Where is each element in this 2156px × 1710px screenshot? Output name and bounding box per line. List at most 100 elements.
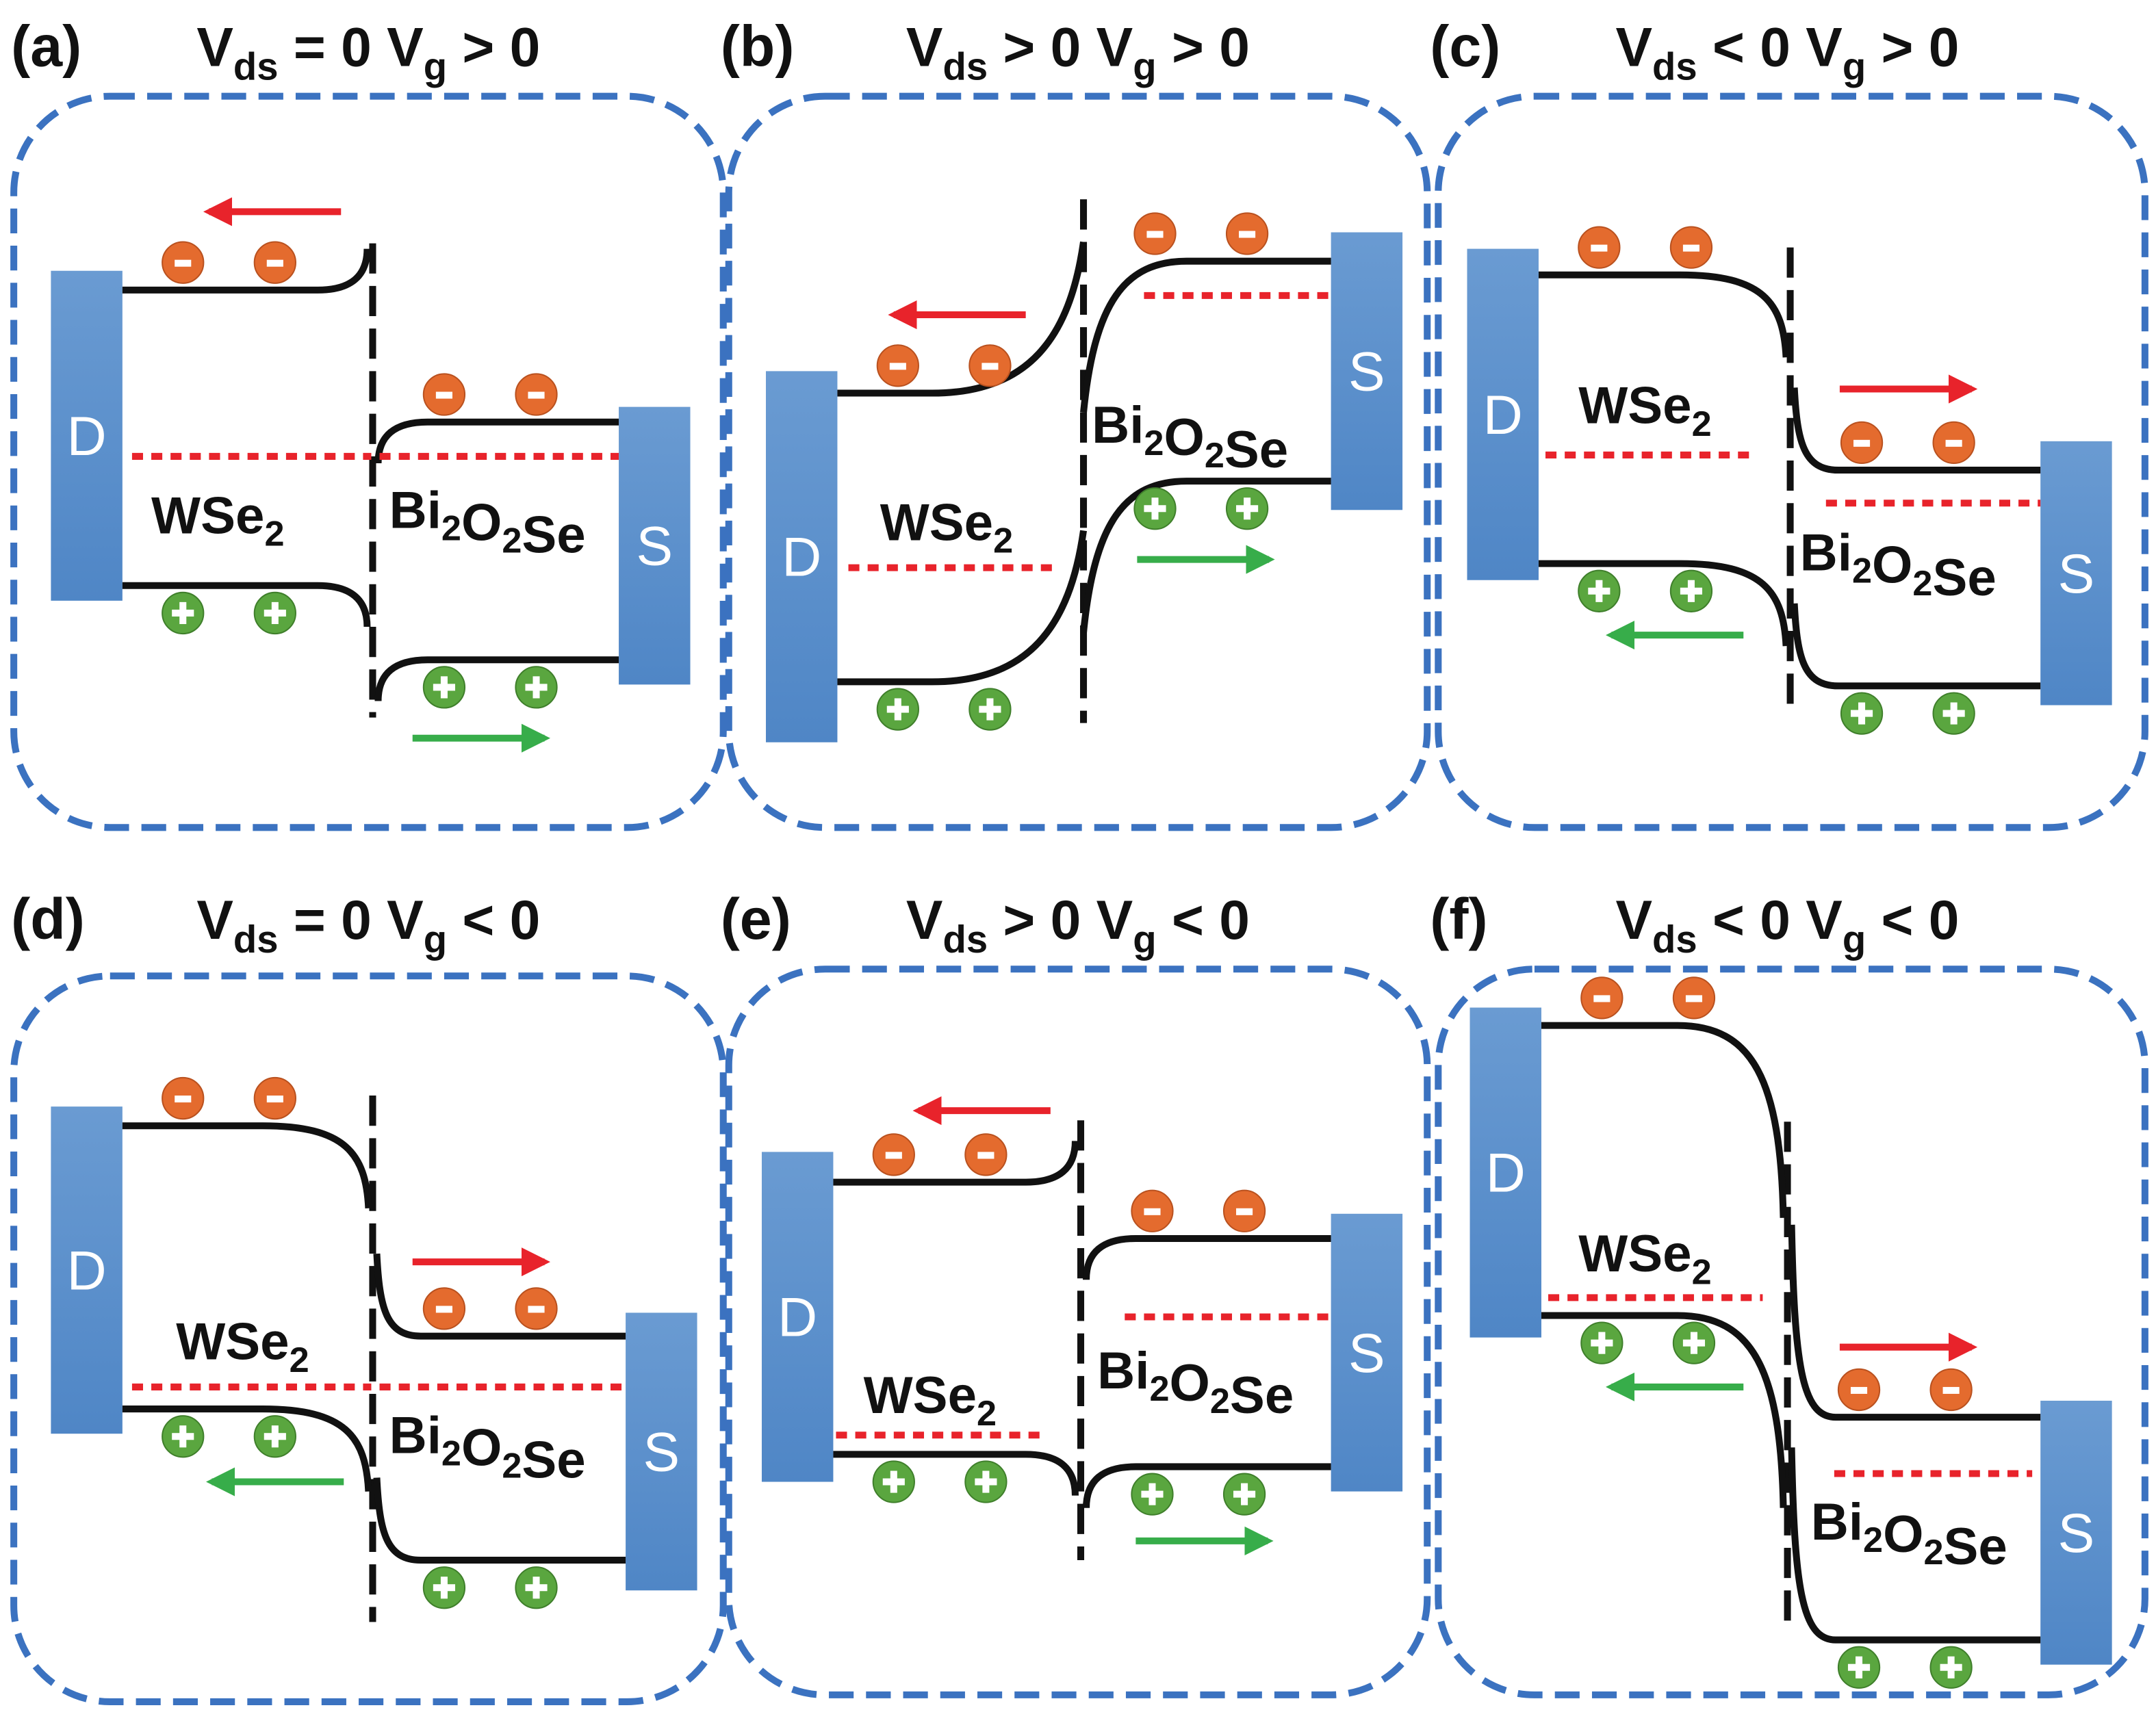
minus-sign [266, 1096, 283, 1103]
source-electrode [2040, 1401, 2112, 1665]
electron-icon [1837, 1368, 1881, 1412]
minus-sign [175, 259, 192, 267]
minus-sign [1146, 231, 1164, 238]
hole-icon [253, 591, 296, 635]
hole-icon [1131, 1473, 1174, 1516]
label-part: Se [1224, 421, 1288, 479]
label-part: WSe [151, 487, 264, 545]
plus-sign-v [532, 676, 540, 699]
electron-icon [1929, 1368, 1973, 1412]
minus-sign [435, 1306, 452, 1313]
electron-icon [162, 241, 205, 284]
bi2o2se-band [1080, 257, 1331, 413]
label-part: Bi [1097, 1342, 1149, 1400]
title-v: V [196, 890, 233, 951]
subscript: 2 [1863, 1520, 1883, 1560]
source-electrode [619, 406, 691, 685]
subscript: 2 [1205, 436, 1224, 476]
minus-sign [266, 259, 283, 267]
hole-icon [1840, 692, 1884, 735]
electron-icon [876, 344, 919, 387]
panel-title: Vds > 0 Vg < 0 [906, 890, 1250, 961]
drain-electrode [51, 1106, 123, 1434]
electron-icon [422, 1287, 466, 1330]
hole-icon [515, 1566, 558, 1609]
wse2-label: WSe2 [1578, 1225, 1711, 1292]
title-sub-ds: ds [233, 45, 279, 88]
source-label: S [2058, 1503, 2095, 1564]
wse2-label: WSe2 [880, 493, 1013, 560]
wse2-band [1538, 271, 1790, 358]
drain-label: D [67, 406, 107, 467]
minus-sign [1850, 1386, 1868, 1394]
electron-icon [1580, 976, 1624, 1020]
drain-label: D [782, 527, 821, 588]
title-vds-relation: > 0 V [988, 890, 1133, 951]
hole-icon [422, 1566, 466, 1609]
electron-icon [162, 1076, 205, 1120]
electron-icon [1578, 226, 1621, 269]
plus-sign-v [894, 698, 901, 721]
bi2o2se-conduction-band [1083, 1234, 1331, 1280]
hole-icon [964, 1460, 1008, 1503]
drain-label: D [778, 1287, 817, 1349]
label-part: Se [522, 1432, 585, 1490]
drain-label: D [67, 1240, 107, 1301]
wse2-band [837, 241, 1088, 397]
minus-sign [1236, 1208, 1253, 1215]
panel-frame [1435, 92, 2148, 831]
bi2o2se-label: Bi2O2Se [389, 1406, 586, 1489]
title-sub-g: g [424, 45, 447, 88]
hole-icon [1837, 1646, 1881, 1689]
title-sub-g: g [1843, 918, 1866, 961]
minus-sign [528, 391, 545, 399]
panel-tag: (f) [1430, 887, 1487, 951]
source-label: S [1348, 341, 1385, 403]
title-sub-ds: ds [233, 918, 279, 961]
label-part: WSe [880, 493, 993, 552]
drain-electrode [1467, 248, 1539, 580]
plus-sign-v [440, 1577, 448, 1599]
hole-icon [162, 591, 205, 635]
plus-sign-v [1690, 1332, 1697, 1354]
hole-icon [1932, 692, 1975, 735]
title-vds-relation: < 0 V [1697, 16, 1843, 78]
hole-icon [1669, 569, 1713, 612]
bi2o2se-band [1791, 387, 2041, 474]
hole-icon [162, 1415, 205, 1458]
title-sub-g: g [1843, 45, 1866, 88]
electron-icon [1672, 976, 1716, 1020]
plus-sign-v [1241, 1483, 1248, 1505]
title-vg-relation: > 0 [1866, 16, 1959, 78]
electron-icon [515, 1287, 558, 1330]
label-part: Se [1932, 549, 1996, 607]
plus-sign-v [1947, 1656, 1955, 1679]
panel-frame [725, 966, 1431, 1698]
hole-icon [1222, 1473, 1266, 1516]
plus-sign-v [271, 601, 279, 625]
panel-tag: (a) [11, 14, 81, 78]
wse2-band [122, 1405, 372, 1492]
electron-icon [872, 1133, 915, 1176]
title-vg-relation: < 0 [1157, 890, 1250, 951]
minus-sign [1144, 1208, 1161, 1215]
bi2o2se-band [1788, 1224, 2041, 1421]
drain-electrode [765, 371, 838, 742]
electron-icon [964, 1133, 1008, 1176]
label-part: Se [1230, 1366, 1294, 1425]
hole-icon [876, 688, 919, 731]
panel-tag: (b) [721, 14, 795, 78]
label-part: O [1170, 1354, 1210, 1412]
bi2o2se-label: Bi2O2Se [1092, 396, 1288, 479]
minus-sign [1682, 244, 1699, 252]
electron-icon [253, 241, 296, 284]
drain-label: D [1486, 1143, 1526, 1204]
hole-icon [1580, 1321, 1624, 1364]
title-vg-relation: > 0 [1157, 16, 1250, 78]
hole-icon [968, 688, 1012, 731]
plus-sign-v [179, 1425, 187, 1448]
